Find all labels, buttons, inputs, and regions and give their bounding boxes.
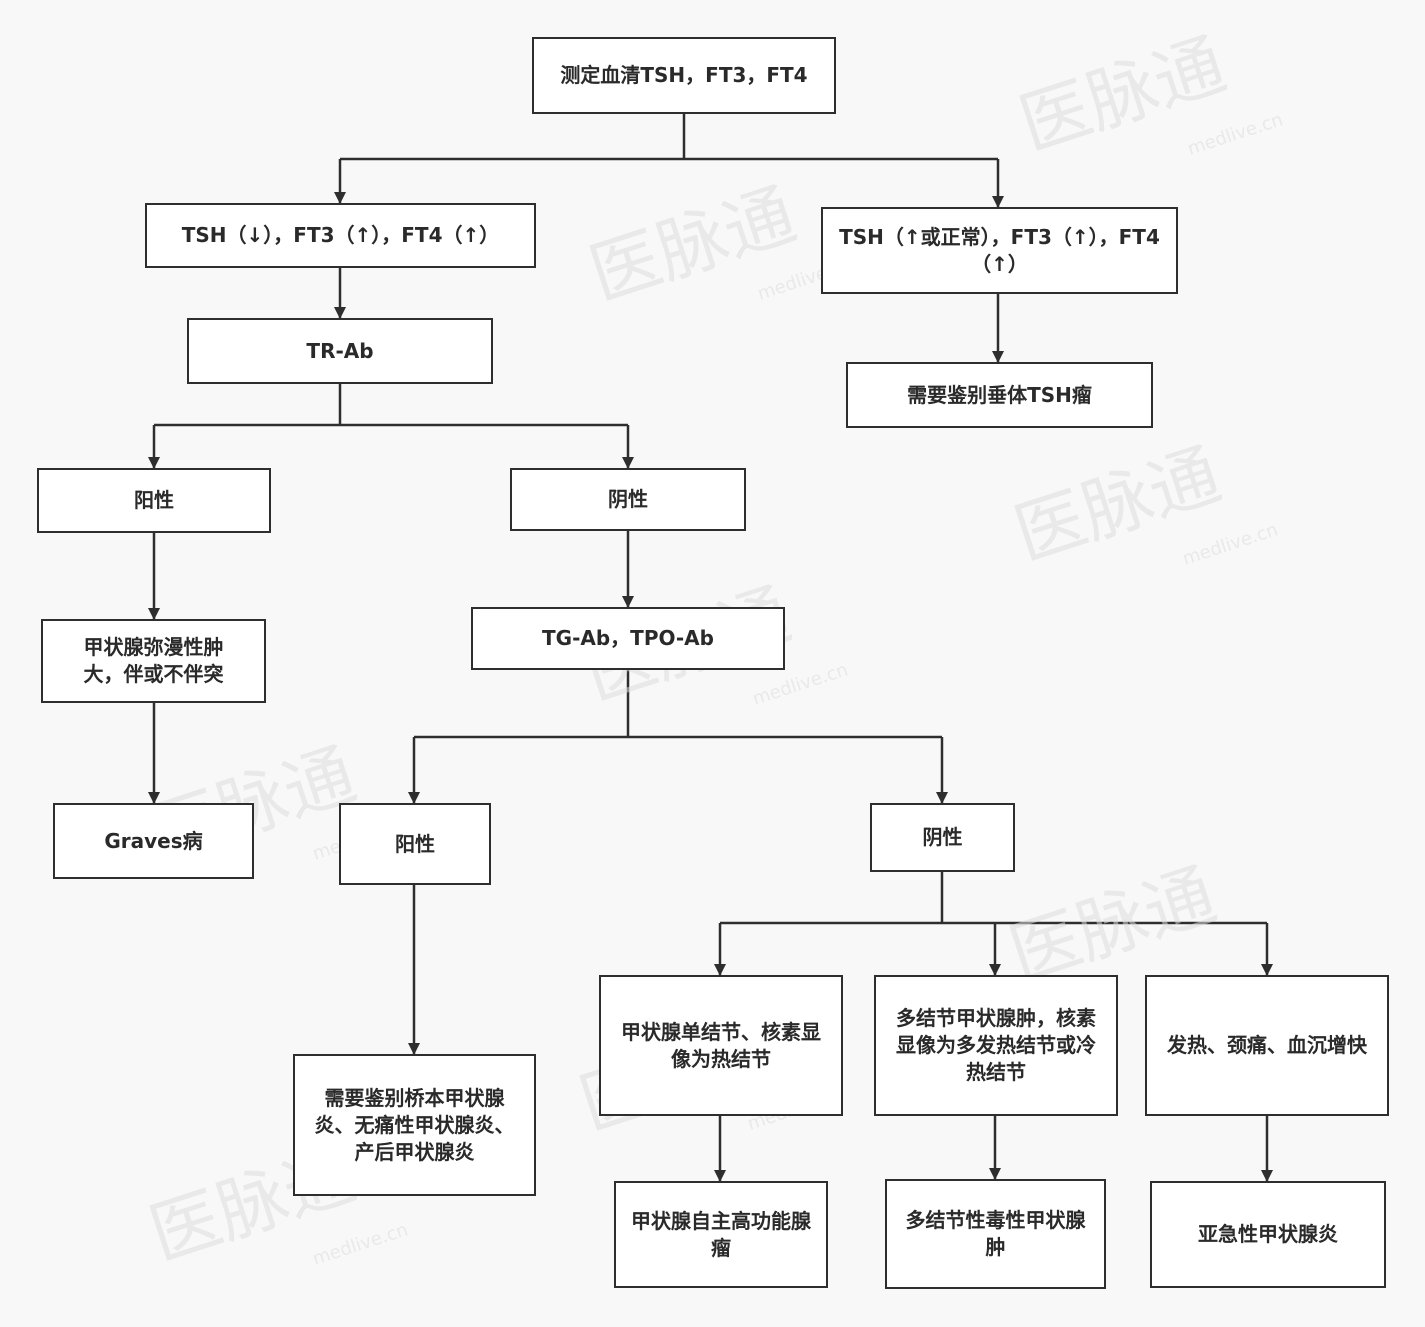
node-root: 测定血清TSH，FT3，FT4 bbox=[532, 37, 836, 114]
node-diffuse-goiter: 甲状腺弥漫性肿大，伴或不伴突 bbox=[41, 619, 266, 703]
node-autonomous-adenoma: 甲状腺自主高功能腺瘤 bbox=[614, 1181, 828, 1288]
node-multinodular: 多结节甲状腺肿，核素显像为多发热结节或冷热结节 bbox=[874, 975, 1118, 1116]
watermark-url: medlive.cn bbox=[1180, 519, 1280, 570]
node-thyroiditis-diff: 需要鉴别桥本甲状腺炎、无痛性甲状腺炎、产后甲状腺炎 bbox=[293, 1054, 536, 1196]
node-graves: Graves病 bbox=[53, 803, 254, 879]
node-toxic-multinodular: 多结节性毒性甲状腺肿 bbox=[885, 1179, 1106, 1289]
connector-negative-split bbox=[720, 872, 1267, 925]
node-tsh-tumor: 需要鉴别垂体TSH瘤 bbox=[846, 362, 1153, 428]
connector-trab-split bbox=[154, 384, 628, 427]
watermark-url: medlive.cn bbox=[310, 1219, 410, 1270]
connector-tgtpo-split bbox=[414, 670, 942, 739]
node-subacute-thyroiditis: 亚急性甲状腺炎 bbox=[1150, 1181, 1386, 1288]
node-trab-positive: 阳性 bbox=[37, 468, 271, 533]
node-trab: TR-Ab bbox=[187, 318, 493, 384]
node-tgtpo-positive: 阳性 bbox=[339, 803, 491, 885]
node-single-hot-nodule: 甲状腺单结节、核素显像为热结节 bbox=[599, 975, 843, 1116]
node-tg-tpo: TG-Ab，TPO-Ab bbox=[471, 607, 785, 670]
watermark-url: medlive.cn bbox=[1185, 109, 1285, 160]
node-fever-pain: 发热、颈痛、血沉增快 bbox=[1145, 975, 1389, 1116]
node-right-branch: TSH（↑或正常），FT3（↑），FT4（↑） bbox=[821, 207, 1178, 294]
node-left-branch: TSH（↓），FT3（↑），FT4（↑） bbox=[145, 203, 536, 268]
connector-root-split bbox=[340, 114, 998, 161]
node-trab-negative: 阴性 bbox=[510, 468, 746, 531]
node-tgtpo-negative: 阴性 bbox=[870, 803, 1015, 872]
